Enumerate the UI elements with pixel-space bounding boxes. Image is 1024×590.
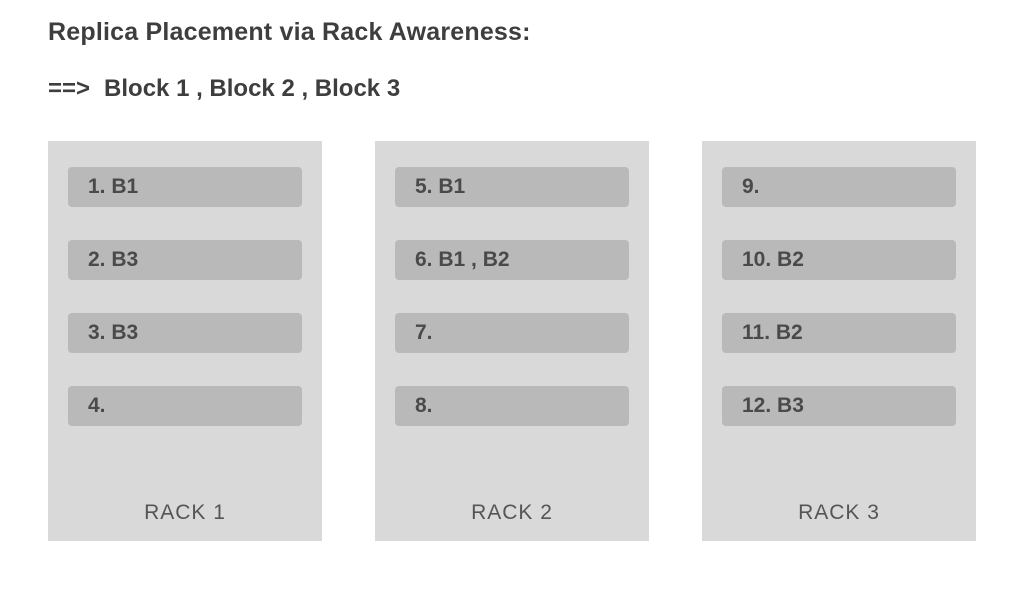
rack-slot: 9.: [722, 167, 956, 207]
blocks-list-text: Block 1 , Block 2 , Block 3: [104, 75, 401, 102]
rack-slot: 2. B3: [68, 240, 302, 280]
rack-slot: 3. B3: [68, 313, 302, 353]
rack-slot: 1. B1: [68, 167, 302, 207]
arrow-symbol: ==>: [48, 75, 91, 102]
rack-slot: 5. B1: [395, 167, 629, 207]
blocks-subtitle: ==> Block 1 , Block 2 , Block 3: [48, 75, 976, 103]
rack-slot: 10. B2: [722, 240, 956, 280]
rack-1: 1. B1 2. B3 3. B3 4. RACK 1: [48, 141, 322, 541]
rack-slot: 6. B1 , B2: [395, 240, 629, 280]
rack-slot: 12. B3: [722, 386, 956, 426]
rack-label: RACK 3: [798, 501, 880, 524]
rack-slot: 11. B2: [722, 313, 956, 353]
rack-3: 9. 10. B2 11. B2 12. B3 RACK 3: [702, 141, 976, 541]
rack-slot: 7.: [395, 313, 629, 353]
rack-label: RACK 2: [471, 501, 553, 524]
rack-slot: 8.: [395, 386, 629, 426]
racks-row: 1. B1 2. B3 3. B3 4. RACK 1 5. B1 6. B1 …: [48, 141, 976, 541]
rack-2: 5. B1 6. B1 , B2 7. 8. RACK 2: [375, 141, 649, 541]
diagram-title: Replica Placement via Rack Awareness:: [48, 18, 531, 46]
rack-slot: 4.: [68, 386, 302, 426]
rack-label: RACK 1: [144, 501, 226, 524]
